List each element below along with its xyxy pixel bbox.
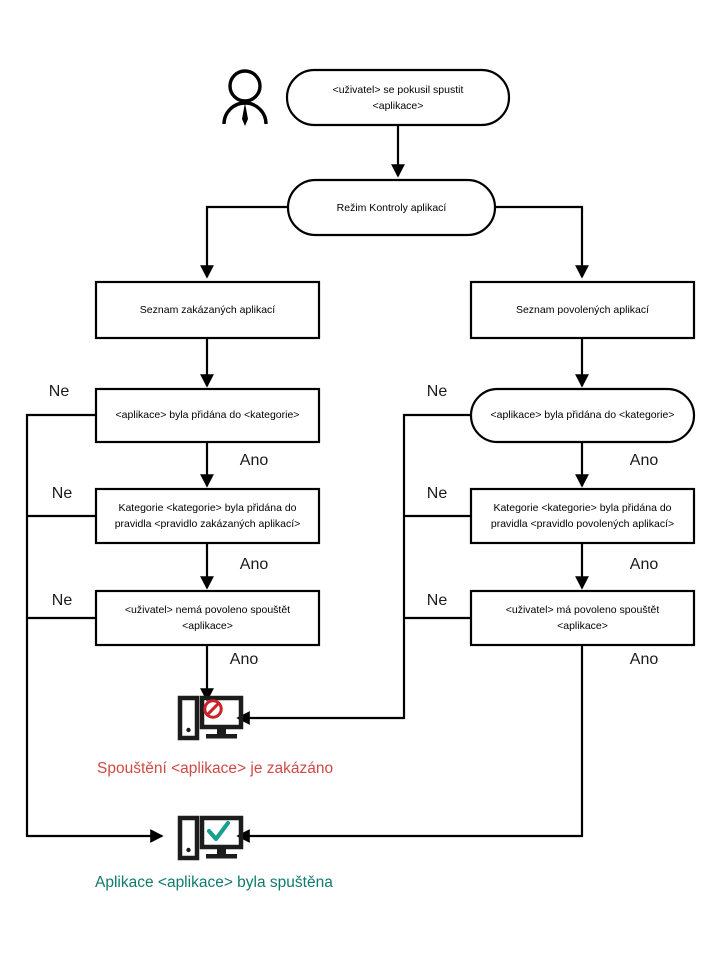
node-mode-line1: Režim Kontroly aplikací <box>337 202 447 214</box>
computer-allowed-icon <box>177 815 244 861</box>
edge-label-allow-yes-1: Ano <box>630 452 659 469</box>
node-allow-q2: Kategorie <kategorie> byla přidána do pr… <box>469 487 696 545</box>
node-deny-q3-line2: <aplikace> <box>182 620 233 632</box>
node-allow-q1-line1: <aplikace> byla přidána do <kategorie> <box>491 409 675 421</box>
edge-label-allow-yes-2: Ano <box>630 556 659 573</box>
node-allow-q3: <uživatel> má povoleno spouštět <aplikac… <box>469 589 696 647</box>
computer-blocked-icon <box>177 695 244 741</box>
edge-label-allow-yes-3: Ano <box>630 651 659 668</box>
caption-started: Aplikace <aplikace> byla spuštěna <box>95 874 333 891</box>
edge-deny-q1-no-to-started <box>25 413 164 843</box>
node-start: <uživatel> se pokusil spustit <aplikace> <box>285 68 511 127</box>
node-start-line2: <aplikace> <box>373 100 424 112</box>
edge-label-allow-no-3: Ne <box>427 592 448 609</box>
node-allow-q3-line2: <aplikace> <box>557 620 608 632</box>
node-deny-q2-line1: Kategorie <kategorie> byla přidána do <box>118 502 296 514</box>
edge-label-deny-yes-3: Ano <box>230 651 259 668</box>
node-deny-q2-line2: pravidla <pravidlo zakázaných aplikací> <box>115 518 301 530</box>
node-deny-q3-line1: <uživatel> nemá povoleno spouštět <box>125 604 290 616</box>
edge-label-allow-no-2: Ne <box>427 485 448 502</box>
edge-label-deny-no-2: Ne <box>52 485 73 502</box>
node-deny-q2: Kategorie <kategorie> byla přidána do pr… <box>94 487 321 545</box>
node-start-line1: <uživatel> se pokusil spustit <box>333 84 464 96</box>
edge-allow-q1-no-to-blocked <box>236 413 471 725</box>
node-deny-q3: <uživatel> nemá povoleno spouštět <aplik… <box>94 589 321 647</box>
node-deny-q1-line1: <aplikace> byla přidána do <kategorie> <box>116 409 300 421</box>
node-denylist-line1: Seznam zakázaných aplikací <box>140 304 275 316</box>
node-denylist: Seznam zakázaných aplikací <box>94 280 321 340</box>
edge-allow-q3-yes-to-started <box>236 645 584 843</box>
node-allow-q1: <aplikace> byla přidána do <kategorie> <box>469 387 696 444</box>
node-mode: Režim Kontroly aplikací <box>286 178 497 237</box>
caption-blocked: Spouštění <aplikace> je zakázáno <box>97 760 333 777</box>
edge-label-deny-yes-1: Ano <box>240 452 269 469</box>
edge-label-deny-no-3: Ne <box>52 592 73 609</box>
edge-mode-to-denylist <box>200 205 288 279</box>
node-allow-q3-line1: <uživatel> má povoleno spouštět <box>506 604 660 616</box>
node-deny-q1: <aplikace> byla přidána do <kategorie> <box>94 387 321 444</box>
node-allowlist: Seznam povolených aplikací <box>469 280 696 340</box>
edge-label-deny-yes-2: Ano <box>240 556 269 573</box>
edge-mode-to-allowlist <box>495 205 589 279</box>
node-allow-q2-line1: Kategorie <kategorie> byla přidána do <box>493 502 671 514</box>
node-allow-q2-line2: pravidla <pravidlo povolených aplikací> <box>491 518 674 530</box>
edge-label-allow-no-1: Ne <box>427 383 448 400</box>
person-icon <box>222 69 268 126</box>
edge-label-deny-no-1: Ne <box>49 383 70 400</box>
node-allowlist-line1: Seznam povolených aplikací <box>516 304 649 316</box>
